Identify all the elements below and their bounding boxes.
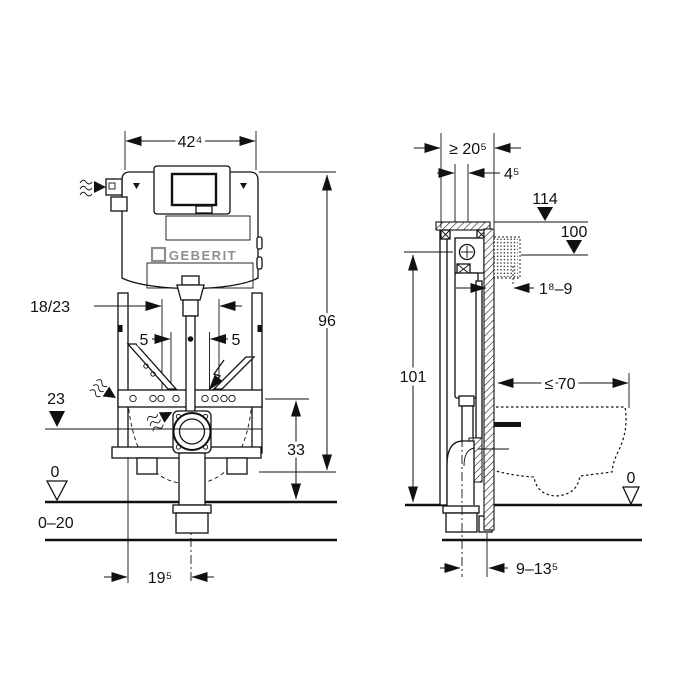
dim-bowl-depth: ≤ 70 <box>497 373 630 408</box>
dim-label-rail-height: 33 <box>287 442 305 459</box>
fixing-stud <box>494 422 521 427</box>
side-view: ≥ 20⁵ 4⁵ 114 100 1⁸–9 <box>396 133 642 578</box>
dim-outlet-wall-distance: 9–13⁵ <box>440 533 558 578</box>
level-actuator-100: 100 <box>521 224 588 256</box>
toilet-bowl-outline <box>495 406 627 497</box>
dim-label-offset-left: 5 <box>140 332 149 349</box>
level-label-114: 114 <box>532 191 558 208</box>
level-label-floor-side: 0 <box>627 470 636 487</box>
drain-outlet <box>172 410 212 534</box>
dim-label-outlet-offset: 19⁵ <box>148 570 172 587</box>
dim-element-height: 101 <box>396 251 453 503</box>
dim-outlet-offset: 19⁵ <box>104 567 214 591</box>
cistern-side <box>454 237 485 483</box>
top-mounting-bar <box>435 221 491 240</box>
dim-installation-depth: ≥ 20⁵ <box>414 133 521 228</box>
flush-plate <box>493 236 521 279</box>
dim-label-element-height: 101 <box>400 369 427 386</box>
dim-label-depth: ≥ 20⁵ <box>449 141 487 158</box>
dim-label-frame-height: 96 <box>318 313 336 330</box>
water-inlet-arrow-inner <box>145 405 177 433</box>
level-floor-side: 0 <box>621 467 641 506</box>
front-view: GEBERIT <box>27 131 340 591</box>
level-top-114: 114 <box>494 191 588 223</box>
frame-back-profile <box>439 228 448 506</box>
dim-label-bowl-depth: ≤ 70 <box>544 376 575 393</box>
floor-lines-side <box>405 503 642 542</box>
label-floor-buildup: 0–20 <box>38 515 74 532</box>
dim-wall-finish: 1⁸–9 <box>456 266 573 298</box>
dim-bolt-offsets: 5 5 <box>136 329 244 353</box>
dim-label-finish: 1⁸–9 <box>539 281 573 298</box>
dim-label-supply: 18/23 <box>30 299 70 316</box>
wall-finish-section <box>483 228 495 531</box>
level-label-floor-front: 0 <box>51 464 60 481</box>
inspection-cover <box>153 165 231 215</box>
level-label-100: 100 <box>561 224 588 241</box>
dim-frame-height: 96 <box>259 171 340 473</box>
brand-label: GEBERIT <box>169 248 237 263</box>
dim-label-profile: 4⁵ <box>504 166 520 183</box>
water-inlet-arrow-left <box>88 377 121 407</box>
geberit-logo: GEBERIT <box>150 246 237 263</box>
level-floor-front: 0 0–20 <box>38 461 74 533</box>
water-inlet-arrow-top <box>79 179 107 197</box>
dim-rail-height: 33 <box>265 398 309 500</box>
zigzag-connection-arrow <box>208 359 225 391</box>
level-outlet-height: 23 <box>44 388 262 430</box>
dim-frame-width: 42⁴ <box>124 131 257 170</box>
dim-label-outlet-wall: 9–13⁵ <box>516 561 558 578</box>
level-label-outlet: 23 <box>47 391 65 408</box>
dim-label-frame-width: 42⁴ <box>178 134 203 151</box>
dim-label-offset-right: 5 <box>232 332 241 349</box>
flush-bend <box>176 275 205 413</box>
dim-supply-connection: 18/23 <box>27 296 242 320</box>
drain-elbow-side <box>442 438 493 577</box>
dim-profile-depth: 4⁵ <box>437 164 520 222</box>
